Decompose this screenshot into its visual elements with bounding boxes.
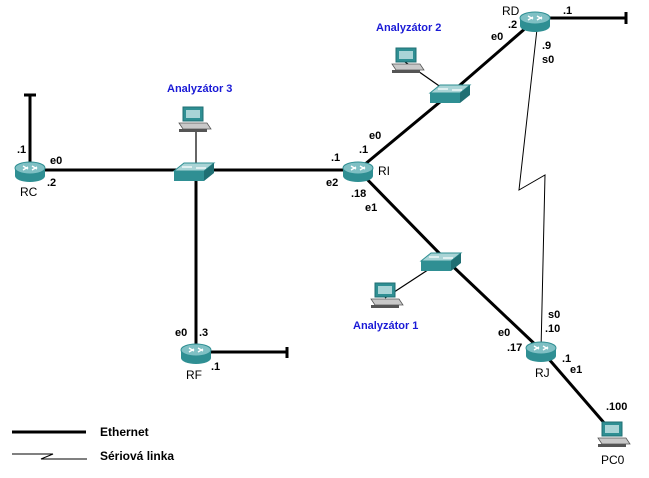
router-icon[interactable] xyxy=(14,161,46,183)
label-rj-s0: s0 xyxy=(548,309,560,321)
pc-icon[interactable] xyxy=(178,106,212,133)
switch-icon[interactable] xyxy=(173,162,215,182)
analyzer2-name: Analyzátor 2 xyxy=(376,22,441,34)
label-rd-1: .1 xyxy=(563,5,572,17)
label-rc-top: .1 xyxy=(17,144,26,156)
label-ri-e0: e0 xyxy=(369,130,381,142)
legend-serial-line xyxy=(12,453,87,460)
router-ri-name: RI xyxy=(378,164,390,178)
router-rc-name: RC xyxy=(20,185,38,199)
label-ri-e2: e2 xyxy=(326,177,338,189)
label-rj-17: .17 xyxy=(507,342,522,354)
label-rd-s0: s0 xyxy=(542,54,554,66)
label-rj-10: .10 xyxy=(545,323,560,335)
analyzer3-name: Analyzátor 3 xyxy=(167,83,232,95)
router-rd-name: RD xyxy=(502,4,520,18)
router-icon[interactable] xyxy=(519,11,551,33)
host-pc0-name: PC0 xyxy=(601,453,625,467)
analyzer-links xyxy=(195,61,446,299)
router-icon[interactable] xyxy=(342,161,374,183)
label-rj-e0: e0 xyxy=(498,327,510,339)
serial-link-rd-rj xyxy=(518,28,546,351)
router-icon[interactable] xyxy=(525,341,557,363)
label-rc-e0: e0 xyxy=(50,155,62,167)
ethernet-links xyxy=(24,12,628,433)
legend: Ethernet Sériová linka xyxy=(12,425,174,463)
link-switch-top-rd xyxy=(451,18,536,94)
link-ri-switch-mid xyxy=(356,168,445,259)
label-rf-3: .3 xyxy=(199,327,208,339)
router-rj-name: RJ xyxy=(535,366,550,380)
analyzer1-name: Analyzátor 1 xyxy=(353,320,418,332)
switch-icon[interactable] xyxy=(429,84,471,104)
label-pc0-100: .100 xyxy=(606,401,627,413)
label-rf-e0: e0 xyxy=(175,327,187,339)
link-ri-switch-top xyxy=(357,90,453,172)
link-rj-pc0 xyxy=(539,349,614,433)
legend-serial-label: Sériová linka xyxy=(100,449,174,463)
label-rd-9: .9 xyxy=(542,40,551,52)
label-ri-18: .18 xyxy=(351,188,366,200)
label-rd-2: .2 xyxy=(508,19,517,31)
label-rj-e1: e1 xyxy=(570,364,582,376)
label-rj-1: .1 xyxy=(562,353,571,365)
label-ri-1a: .1 xyxy=(359,144,368,156)
legend-ethernet-label: Ethernet xyxy=(100,425,149,439)
label-rf-1: .1 xyxy=(211,361,220,373)
link-switch-mid-rj xyxy=(441,255,543,352)
pc-icon[interactable] xyxy=(597,421,631,448)
pc-icon[interactable] xyxy=(370,282,404,309)
router-icon[interactable] xyxy=(180,343,212,365)
router-rf-name: RF xyxy=(186,368,202,382)
label-rc-2: .2 xyxy=(47,177,56,189)
label-ri-e1: e1 xyxy=(365,202,377,214)
label-ri-1b: .1 xyxy=(331,152,340,164)
pc-icon[interactable] xyxy=(391,47,425,74)
label-rd-e0: e0 xyxy=(491,31,503,43)
